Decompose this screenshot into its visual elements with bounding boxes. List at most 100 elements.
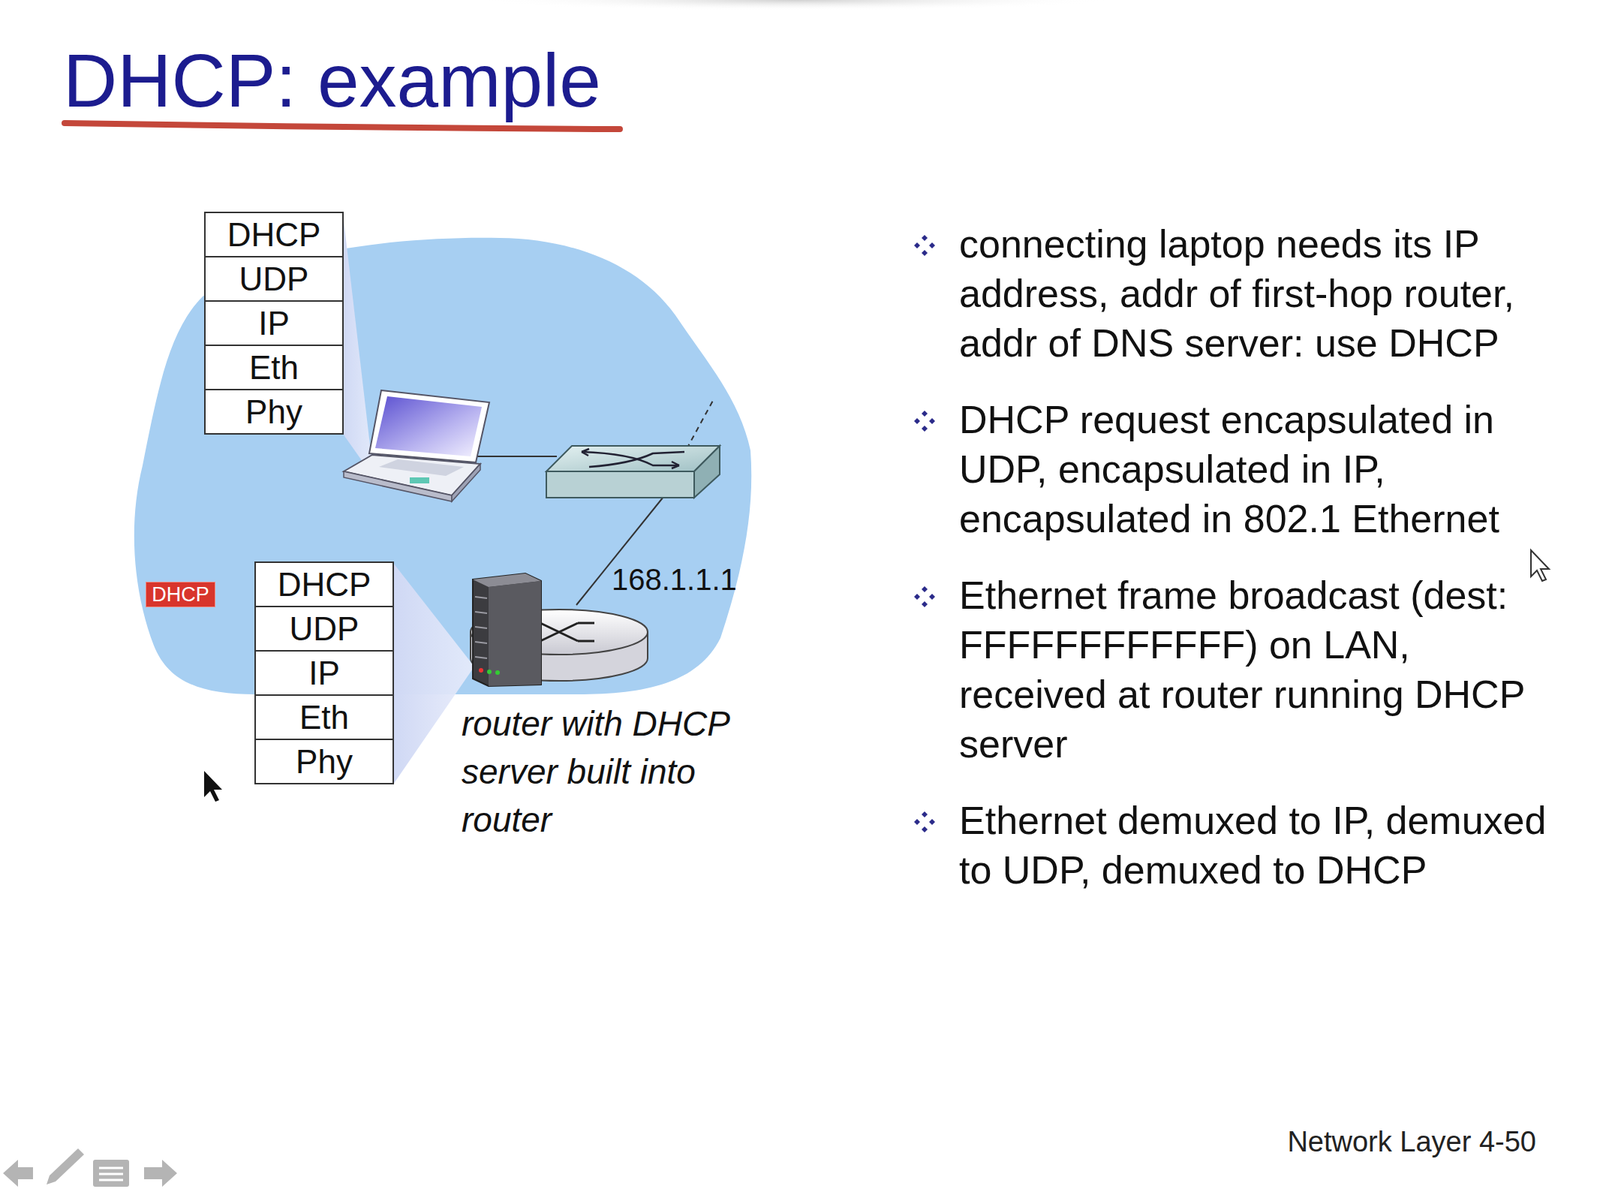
slide-nav-icons <box>144 1159 178 1187</box>
laptop-icon <box>378 459 464 476</box>
bullet-marker <box>921 826 928 833</box>
bullet-marker <box>921 601 928 608</box>
switch-icon <box>546 471 695 498</box>
layer-name: UDP <box>239 260 310 298</box>
layer-name: Phy <box>245 393 303 431</box>
switch-icon <box>546 445 720 498</box>
layer-name: UDP <box>289 610 360 648</box>
protocol-layer-box: Phy <box>254 738 394 785</box>
server-icon <box>495 670 500 675</box>
bullet-marker <box>914 234 936 256</box>
laptop-icon <box>409 477 430 484</box>
layer-name: IP <box>258 304 290 343</box>
slide-nav-icons <box>46 1148 85 1185</box>
slide-nav-icons <box>3 1148 178 1187</box>
slide-nav-icons <box>99 1167 124 1180</box>
switch-icon <box>671 461 680 469</box>
server-icon <box>475 626 488 629</box>
bullet-marker <box>914 811 936 833</box>
server-icon <box>475 611 488 614</box>
protocol-layer-box: IP <box>204 300 344 346</box>
server-icon <box>478 667 484 673</box>
bullet-marker <box>914 418 921 425</box>
bullet-marker <box>914 593 921 600</box>
mouse-cursor <box>204 770 223 802</box>
lan-wires <box>686 397 715 449</box>
server-icon <box>475 596 488 659</box>
dhcp-message-tag: DHCP <box>145 581 216 608</box>
server-icon <box>475 641 488 644</box>
bullet-item: Ethernet frame broadcast (dest: FFFFFFFF… <box>914 570 1560 769</box>
mouse-cursor <box>1530 550 1549 581</box>
protocol-layer-box: DHCP <box>204 211 344 258</box>
slide-nav-icons <box>3 1159 34 1187</box>
layer-name: IP <box>308 654 340 692</box>
bullet-marker <box>921 586 928 593</box>
protocol-layer-box: DHCP <box>254 561 394 608</box>
bullet-marker <box>914 586 936 608</box>
bullet-item: connecting laptop needs its IP address, … <box>914 219 1560 368</box>
server-icon <box>488 580 542 686</box>
router-caption: router with DHCP server built into route… <box>461 699 792 844</box>
bullet-list: connecting laptop needs its IP address, … <box>914 219 1560 922</box>
switch-icon <box>581 451 680 466</box>
bullet-marker <box>929 242 936 249</box>
bullet-item: Ethernet demuxed to IP, demuxed to UDP, … <box>914 795 1560 895</box>
layer-name: Eth <box>299 698 349 737</box>
slide-nav-icons <box>93 1159 130 1187</box>
protocol-layer-box: Phy <box>204 388 344 435</box>
title-underline <box>64 123 620 130</box>
protocol-layer-box: Eth <box>204 344 344 391</box>
server-icon <box>475 596 488 599</box>
slide-nav-icons <box>99 1172 124 1176</box>
protocol-layer-box: UDP <box>204 255 344 302</box>
layer-name: Eth <box>249 348 299 387</box>
bullet-text: Ethernet frame broadcast (dest: FFFFFFFF… <box>959 573 1525 766</box>
server-icon <box>472 573 542 686</box>
switch-icon <box>581 448 685 469</box>
switch-icon <box>589 451 685 467</box>
server-icon <box>472 573 542 686</box>
layer-name: Phy <box>295 742 353 781</box>
bullet-text: Ethernet demuxed to IP, demuxed to UDP, … <box>959 798 1546 892</box>
switch-icon <box>546 445 720 472</box>
bullet-item: DHCP request encapsulated in UDP, encaps… <box>914 394 1560 544</box>
laptop-icon <box>343 390 490 502</box>
lan-region <box>134 237 752 695</box>
bullet-marker <box>921 410 928 417</box>
bullet-text: DHCP request encapsulated in UDP, encaps… <box>959 397 1500 541</box>
stack-beam <box>393 562 475 785</box>
layer-name: DHCP <box>227 216 322 254</box>
switch-icon <box>694 445 720 498</box>
bullet-marker <box>921 249 928 256</box>
laptop-icon <box>375 396 482 457</box>
tag-text: DHCP <box>151 583 210 607</box>
slide-nav-icons <box>99 1178 124 1182</box>
bullet-marker <box>929 818 936 825</box>
slide-footer: Network Layer 4-50 <box>1287 1125 1537 1158</box>
protocol-layer-box: UDP <box>254 605 394 652</box>
top-shadow <box>480 0 1111 11</box>
bullet-marker <box>914 410 936 432</box>
router-icon <box>540 622 578 641</box>
stack-beam <box>342 213 374 478</box>
slide-nav-icons <box>99 1166 124 1170</box>
protocol-layer-box: Eth <box>254 694 394 740</box>
bullet-marker <box>929 593 936 600</box>
slide-title: DHCP: example <box>63 39 602 122</box>
lan-wires <box>472 455 557 458</box>
server-icon <box>475 656 488 659</box>
laptop-icon <box>369 390 490 463</box>
bullet-marker <box>929 418 936 425</box>
bullet-marker <box>921 811 928 818</box>
bullet-text: connecting laptop needs its IP address, … <box>959 222 1515 365</box>
bullet-marker <box>921 234 928 241</box>
bullet-marker <box>914 242 921 249</box>
server-icon <box>487 669 492 674</box>
bullet-marker <box>914 818 921 825</box>
protocol-layer-box: IP <box>254 649 394 696</box>
ip-address-label: 168.1.1.1 <box>611 562 737 597</box>
layer-name: DHCP <box>277 565 372 604</box>
bullet-marker <box>921 425 928 432</box>
